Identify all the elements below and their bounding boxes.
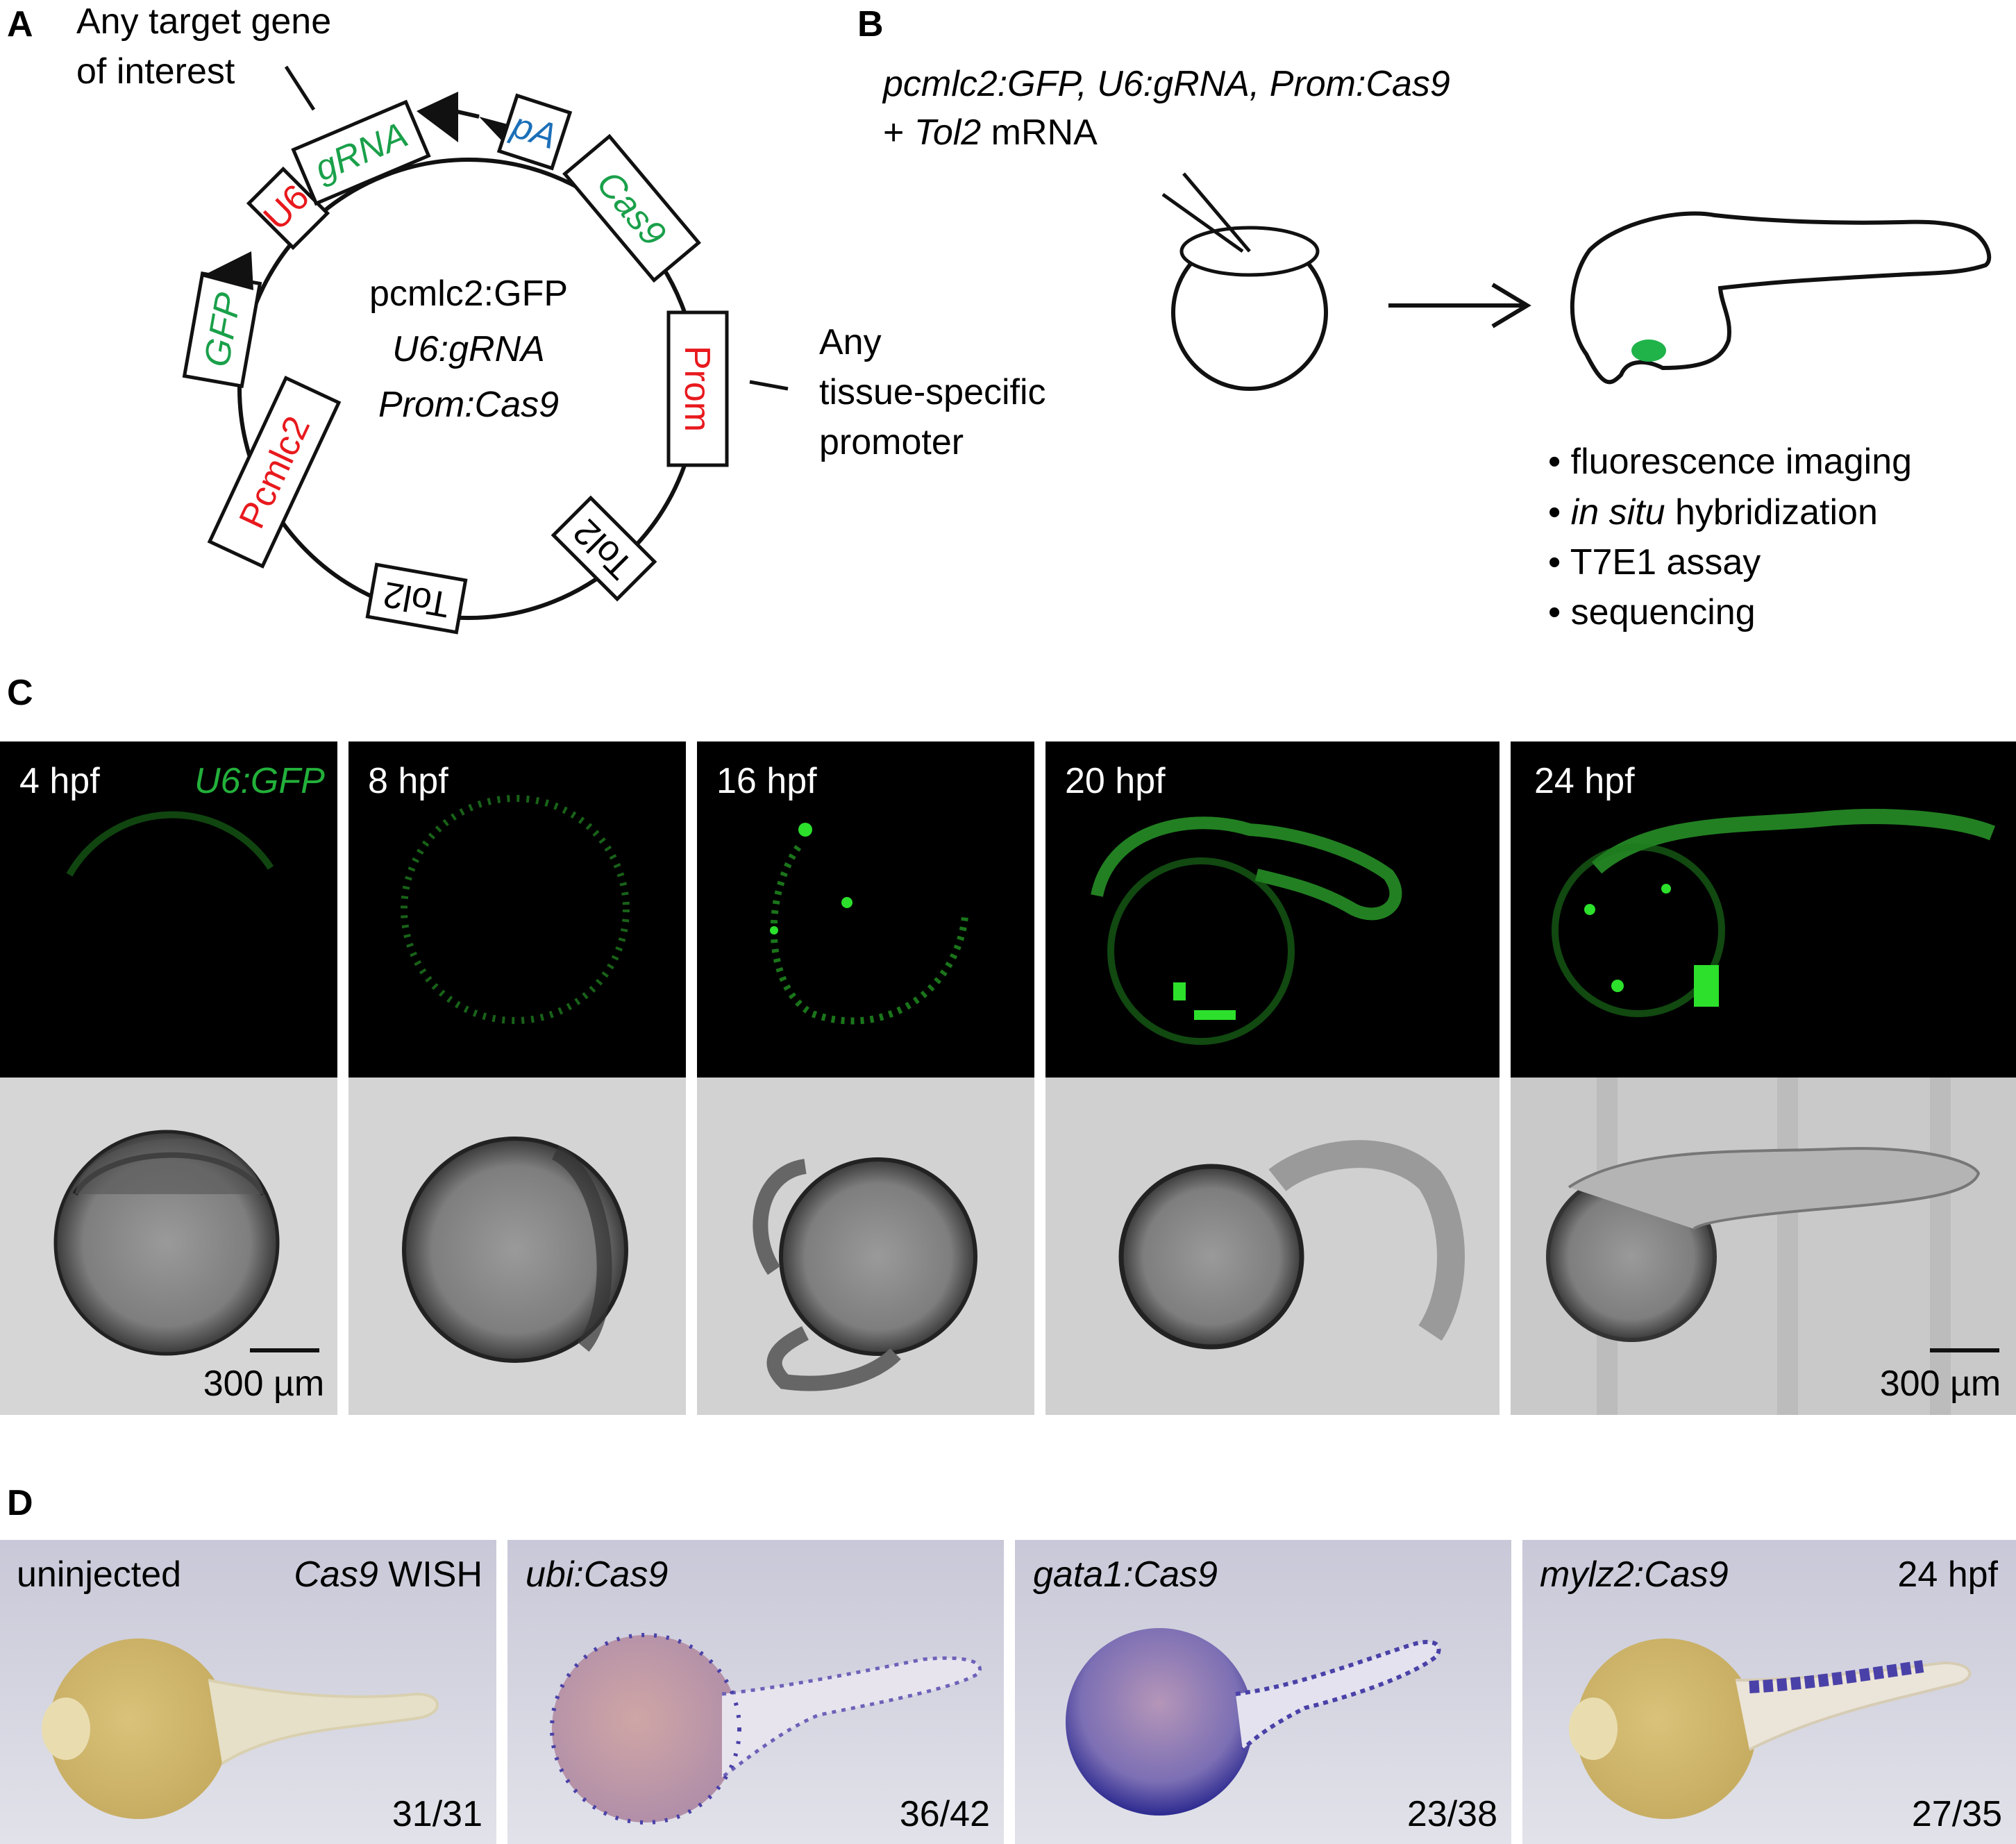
loxp-arrow-3 — [201, 251, 253, 290]
readout-bullet-1: • fluorescence imaging — [1548, 442, 1912, 482]
condition-label-uninjected: uninjected — [17, 1554, 181, 1595]
stage-column-8hpf: 8 hpf — [348, 741, 686, 1415]
stage-column-20hpf: 20 hpf — [1045, 741, 1500, 1415]
stage-label-8hpf: 8 hpf — [368, 761, 448, 801]
plasmid-name-line3: Prom:Cas9 — [378, 385, 559, 425]
svg-text:Prom: Prom — [677, 346, 717, 432]
segment-prom: Prom — [666, 310, 729, 467]
callout-promoter-line1: Any — [819, 322, 882, 362]
condition-label-gata1-cas9: gata1:Cas9 — [1033, 1554, 1218, 1595]
stage-label-4hpf: 4 hpf — [19, 761, 100, 801]
callout-target-line1: Any target gene — [76, 1, 331, 42]
wish-uninjected: uninjected Cas9 WISH 31/31 — [0, 1540, 496, 1844]
callout-promoter-line — [749, 380, 789, 391]
count-mylz2-cas9: 27/35 — [1912, 1794, 2002, 1834]
plasmid-name-line2: U6:gRNA — [392, 329, 545, 369]
count-ubi-cas9: 36/42 — [900, 1794, 990, 1834]
plasmid-name-line1: pcmlc2:GFP — [369, 274, 568, 314]
segment-tol2-b: Tol2 — [365, 562, 468, 635]
readout-bullet-2: • in situ hybridization — [1548, 492, 1878, 533]
probe-label: Cas9 WISH — [294, 1554, 482, 1595]
stage-column-16hpf: 16 hpf — [697, 741, 1034, 1415]
panel-b-label: B — [857, 4, 884, 44]
readout-bullet-3: • T7E1 assay — [1548, 542, 1761, 582]
panel-d-label: D — [7, 1483, 33, 1523]
injection-mix-line2: + Tol2 mRNA — [883, 112, 1098, 153]
panel-b: B pcmlc2:GFP, U6:gRNA, Prom:Cas9 + Tol2 … — [857, 4, 1992, 632]
stage-label-20hpf: 20 hpf — [1065, 761, 1166, 801]
egg-drawing — [1161, 172, 1328, 391]
segment-cas9: Cas9 — [562, 133, 701, 283]
panel-d: D uninjected Cas9 WISH 31/31 ubi:Cas9 36… — [0, 1483, 2016, 1844]
backbone-link — [454, 109, 480, 119]
panel-c-label: C — [7, 673, 33, 713]
loxp-arrow-1 — [417, 92, 458, 142]
stage-label-wish: 24 hpf — [1897, 1554, 1998, 1595]
wish-ubi-cas9: ubi:Cas9 36/42 — [507, 1540, 1004, 1844]
callout-target-line — [284, 65, 316, 111]
readout-bullet-4: • sequencing — [1548, 592, 1756, 632]
callout-target-line2: of interest — [76, 51, 235, 92]
panel-a-label: A — [7, 4, 33, 44]
panel-c: C 300 µm 4 hpf U6:GFP 8 hpf — [0, 673, 2016, 1415]
arrow-icon — [1388, 283, 1531, 328]
segment-pcmlc2: Pcmlc2 — [207, 376, 342, 569]
callout-promoter-line3: promoter — [819, 422, 964, 462]
count-gata1-cas9: 23/38 — [1407, 1794, 1497, 1834]
count-uninjected: 31/31 — [392, 1794, 482, 1834]
heart-gfp-spot — [1631, 340, 1666, 362]
callout-promoter-line2: tissue-specific — [819, 372, 1046, 412]
segment-pa: pA — [496, 93, 573, 171]
segment-tol2-a: Tol2 — [551, 495, 657, 602]
stage-label-24hpf: 24 hpf — [1534, 761, 1635, 801]
stage-column-4hpf: 300 µm 4 hpf U6:GFP — [0, 741, 337, 1415]
injection-mix-line1: pcmlc2:GFP, U6:gRNA, Prom:Cas9 — [882, 64, 1450, 104]
panel-a: A Any target gene of interest pcmlc2:GFP… — [7, 1, 1046, 635]
segment-gfp: GFP — [182, 271, 262, 389]
larva-drawing — [1570, 211, 1992, 385]
condition-label-ubi-cas9: ubi:Cas9 — [526, 1554, 668, 1595]
scale-bar-right-label: 300 µm — [1880, 1364, 2001, 1404]
condition-label-mylz2-cas9: mylz2:Cas9 — [1540, 1554, 1729, 1595]
construct-label: U6:GFP — [194, 761, 325, 801]
stage-column-24hpf: 300 µm 24 hpf — [1511, 741, 2016, 1415]
stage-label-16hpf: 16 hpf — [716, 761, 817, 801]
wish-mylz2-cas9: mylz2:Cas9 24 hpf 27/35 — [1522, 1540, 2016, 1844]
wish-gata1-cas9: gata1:Cas9 23/38 — [1015, 1540, 1511, 1844]
scale-bar-left-label: 300 µm — [203, 1364, 324, 1404]
